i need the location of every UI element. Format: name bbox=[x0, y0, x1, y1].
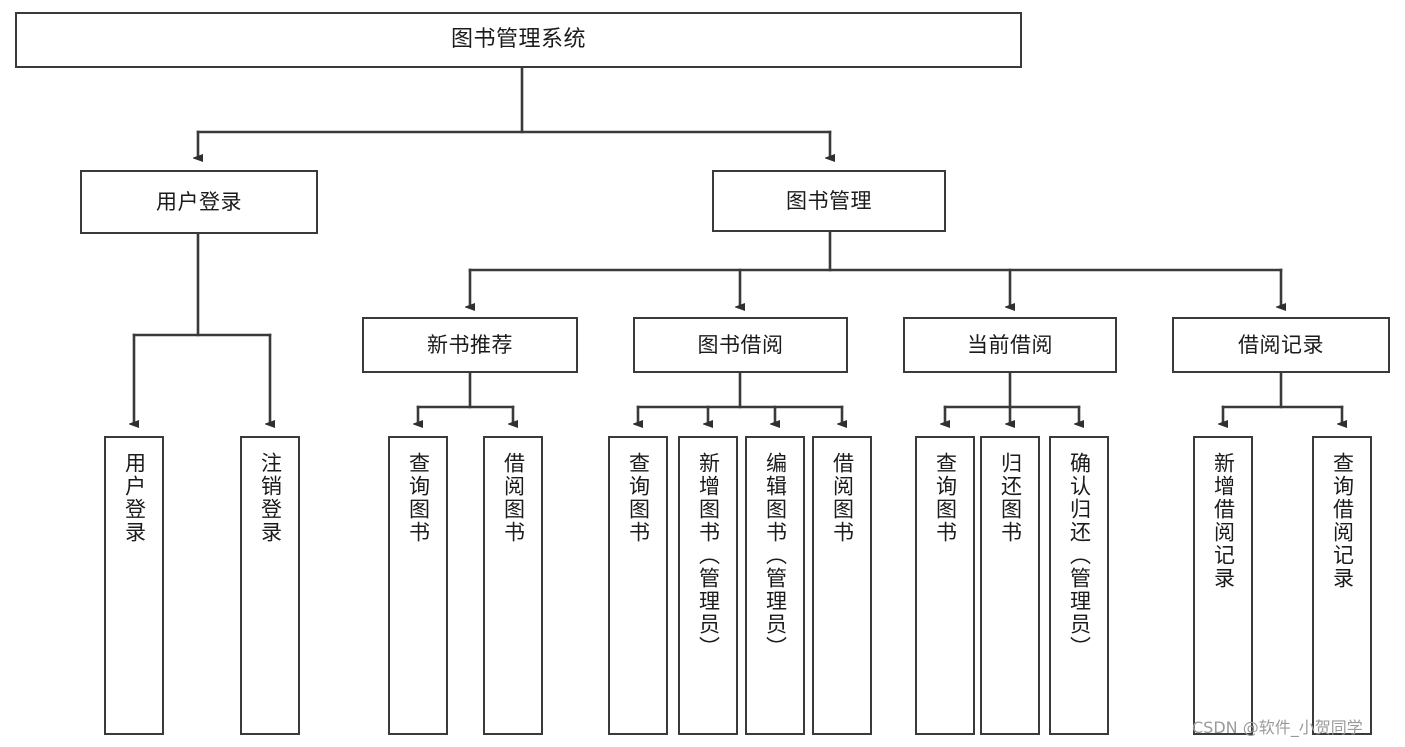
leaf-book-borrow-add-book-admin[interactable]: 新增图书（管理员） bbox=[678, 436, 738, 735]
node-book-management[interactable]: 图书管理 bbox=[712, 170, 946, 232]
leaf-borrow-record-query-record[interactable]: 查询借阅记录 bbox=[1312, 436, 1372, 735]
node-root-book-management-system[interactable]: 图书管理系统 bbox=[15, 12, 1022, 68]
leaf-book-borrow-edit-book-admin[interactable]: 编辑图书（管理员） bbox=[745, 436, 805, 735]
node-label: 图书借阅 bbox=[697, 332, 784, 357]
node-label: 用户登录 bbox=[122, 452, 147, 544]
node-user-login[interactable]: 用户登录 bbox=[80, 170, 318, 234]
node-label: 新增图书（管理员） bbox=[696, 452, 721, 659]
node-label: 编辑图书（管理员） bbox=[763, 452, 788, 659]
node-label: 图书管理 bbox=[786, 188, 872, 213]
leaf-current-borrow-query-book[interactable]: 查询图书 bbox=[915, 436, 975, 735]
node-book-borrow[interactable]: 图书借阅 bbox=[633, 317, 848, 373]
leaf-user-login-logout[interactable]: 注销登录 bbox=[240, 436, 300, 735]
node-label: 确认归还（管理员） bbox=[1067, 452, 1092, 659]
node-label: 借阅图书 bbox=[830, 452, 855, 544]
leaf-current-borrow-return-book[interactable]: 归还图书 bbox=[980, 436, 1040, 735]
node-label: 查询图书 bbox=[626, 452, 651, 544]
leaf-current-borrow-confirm-return-admin[interactable]: 确认归还（管理员） bbox=[1049, 436, 1109, 735]
leaf-new-book-query-book[interactable]: 查询图书 bbox=[388, 436, 448, 735]
node-label: 借阅记录 bbox=[1238, 332, 1324, 357]
node-label: 注销登录 bbox=[258, 452, 283, 544]
node-label: 新增借阅记录 bbox=[1211, 452, 1236, 590]
leaf-book-borrow-borrow-book[interactable]: 借阅图书 bbox=[812, 436, 872, 735]
node-label: 查询借阅记录 bbox=[1330, 452, 1355, 590]
node-borrow-record[interactable]: 借阅记录 bbox=[1172, 317, 1390, 373]
node-current-borrow[interactable]: 当前借阅 bbox=[903, 317, 1117, 373]
leaf-book-borrow-query-book[interactable]: 查询图书 bbox=[608, 436, 668, 735]
csdn-watermark: CSDN @软件_小贺同学 bbox=[1192, 718, 1363, 737]
node-label: 用户登录 bbox=[156, 189, 242, 214]
node-label: 新书推荐 bbox=[427, 332, 513, 357]
node-label: 归还图书 bbox=[998, 452, 1023, 544]
leaf-borrow-record-add-record[interactable]: 新增借阅记录 bbox=[1193, 436, 1253, 735]
node-label: 图书管理系统 bbox=[450, 27, 586, 53]
leaf-new-book-borrow-book[interactable]: 借阅图书 bbox=[483, 436, 543, 735]
node-label: 查询图书 bbox=[933, 452, 958, 544]
node-label: 当前借阅 bbox=[967, 332, 1053, 357]
node-label: 借阅图书 bbox=[501, 452, 526, 544]
node-new-book-recommend[interactable]: 新书推荐 bbox=[362, 317, 578, 373]
node-label: 查询图书 bbox=[406, 452, 431, 544]
leaf-user-login-login[interactable]: 用户登录 bbox=[104, 436, 164, 735]
